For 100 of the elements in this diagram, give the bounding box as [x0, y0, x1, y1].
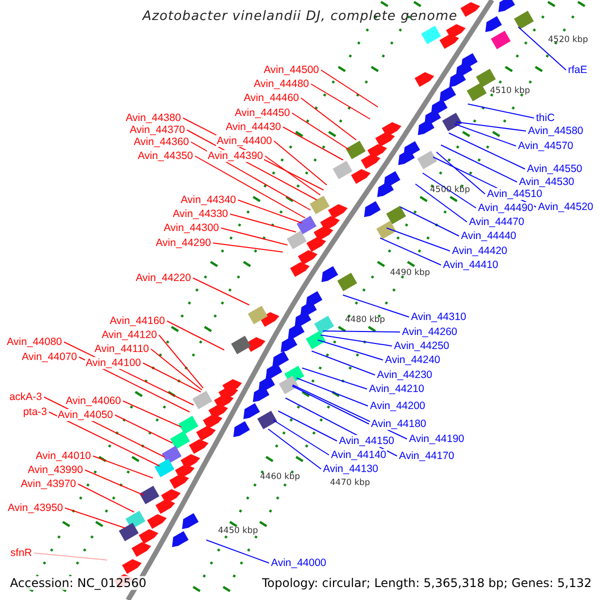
leader-line [274, 140, 328, 186]
leader-line [272, 420, 330, 456]
leader-line [282, 126, 344, 160]
gene-label: Avin_44410 [442, 259, 500, 271]
scale-label: 4460 kbp [260, 472, 300, 482]
gene-label: Avin_43950 [6, 502, 64, 514]
leader-line [317, 340, 384, 360]
gene-label: Avin_44120 [100, 329, 158, 341]
gene-label: Avin_44440 [460, 230, 518, 242]
gene-label: Avin_44510 [486, 188, 544, 200]
leader-line [414, 184, 468, 222]
leader-line [342, 294, 410, 318]
gene-label: Avin_44340 [180, 194, 237, 206]
gene-label: Avin_44050 [56, 409, 114, 421]
leader-line [310, 84, 371, 120]
gene-label: Avin_44330 [172, 208, 229, 220]
gene-label: Avin_44240 [384, 354, 442, 366]
gene-label: Avin_44300 [162, 222, 220, 234]
gene-label: Avin_44220 [134, 272, 192, 284]
leader-line [230, 214, 296, 232]
gene-label: Avin_44400 [216, 135, 273, 147]
leader-line [122, 400, 182, 428]
leader-line [268, 428, 322, 470]
leader-line [78, 484, 134, 512]
gene-label: Avin_44290 [154, 237, 212, 249]
gene-label: Avin_44100 [84, 357, 142, 369]
leader-line [64, 508, 126, 528]
gene-label: Avin_44430 [224, 121, 282, 133]
leader-line [322, 330, 400, 332]
gene-label: Avin_44470 [468, 216, 526, 228]
gene-label: Avin_44200 [369, 400, 426, 412]
leader-line [320, 334, 392, 346]
leader-line [296, 378, 368, 406]
scale-label: 4520 kbp [548, 35, 588, 45]
gene-label: Avin_44350 [136, 150, 194, 162]
leader-line [264, 156, 321, 196]
title: Azotobacter vinelandii DJ, complete genome [141, 9, 458, 24]
gene-label: Avin_44170 [398, 450, 456, 462]
leader-line [192, 278, 250, 306]
gene-label: Avin_44460 [242, 92, 300, 104]
leader-line [422, 172, 476, 208]
leader-line [238, 200, 302, 224]
leader-line [278, 410, 338, 442]
scale-label: 4510 kbp [490, 86, 530, 96]
gene-label: Avin_44520 [537, 201, 594, 213]
footer-text: Topology: circular; Length: 5,365,318 bp; Genes: 5,132 [262, 576, 592, 590]
gene-label: Avin_44260 [401, 326, 458, 338]
leader-line [440, 144, 518, 182]
gene-label: Avin_43970 [20, 478, 77, 490]
leader-line [456, 122, 526, 132]
gene-label: Avin_44060 [64, 395, 122, 407]
gene-label: Avin_44070 [20, 351, 78, 363]
gene-label: Avin_44580 [527, 125, 584, 137]
leader-line [194, 156, 306, 218]
gene-label: pta-3 [22, 406, 48, 418]
leader-line [292, 386, 370, 424]
leader-line [380, 238, 442, 266]
leader-line [311, 350, 376, 376]
gene-label: Avin_44380 [124, 112, 182, 124]
leader-line [84, 470, 144, 496]
gene-label: Avin_44190 [408, 433, 466, 445]
gene-label: ackA-3 [8, 391, 43, 403]
leader-line [48, 412, 160, 466]
scale-label: 4450 kbp [218, 526, 258, 536]
gene-label: Avin_44360 [132, 136, 190, 148]
leader-line [206, 540, 270, 564]
leader-line [150, 348, 202, 390]
gene-label: Avin_44150 [338, 435, 396, 447]
gene-label: Avin_44230 [376, 369, 434, 381]
leader-line [467, 104, 534, 118]
gene-label: Avin_44500 [262, 64, 320, 76]
gene-label: Avin_44530 [518, 176, 576, 188]
gene-label: Avin_44390 [206, 150, 264, 162]
gene-label: Avin_44210 [368, 383, 426, 395]
scale-label: 4470 kbp [330, 478, 370, 488]
gene-label: rfaE [567, 64, 588, 76]
gene-label: Avin_44080 [6, 336, 63, 348]
gene-label: Avin_43990 [26, 464, 84, 476]
gene-label: Avin_44370 [128, 124, 186, 136]
leader-line [220, 228, 288, 246]
scale-label: 4480 kbp [345, 315, 386, 325]
leader-line [34, 552, 108, 560]
gene-label: Avin_44110 [94, 343, 150, 355]
leader-line [114, 414, 173, 444]
gene-label: Avin_44570 [517, 140, 574, 152]
leader-line [436, 152, 486, 194]
leader-line [454, 124, 516, 146]
leader-line [92, 456, 154, 478]
gene-label: Avin_44160 [108, 315, 166, 327]
leader-line [166, 320, 225, 350]
gene-label: sfnR [9, 547, 33, 559]
leader-line [292, 112, 350, 150]
leader-line [212, 242, 284, 252]
gene-label: thiC [535, 112, 556, 124]
leader-line [158, 334, 204, 388]
gene-label: Avin_44250 [393, 340, 450, 352]
leader-line [400, 206, 460, 236]
scale-label: 4500 kbp [430, 185, 470, 195]
gene-label: Avin_44140 [330, 449, 388, 461]
gene-label: Avin_44490 [477, 202, 534, 214]
